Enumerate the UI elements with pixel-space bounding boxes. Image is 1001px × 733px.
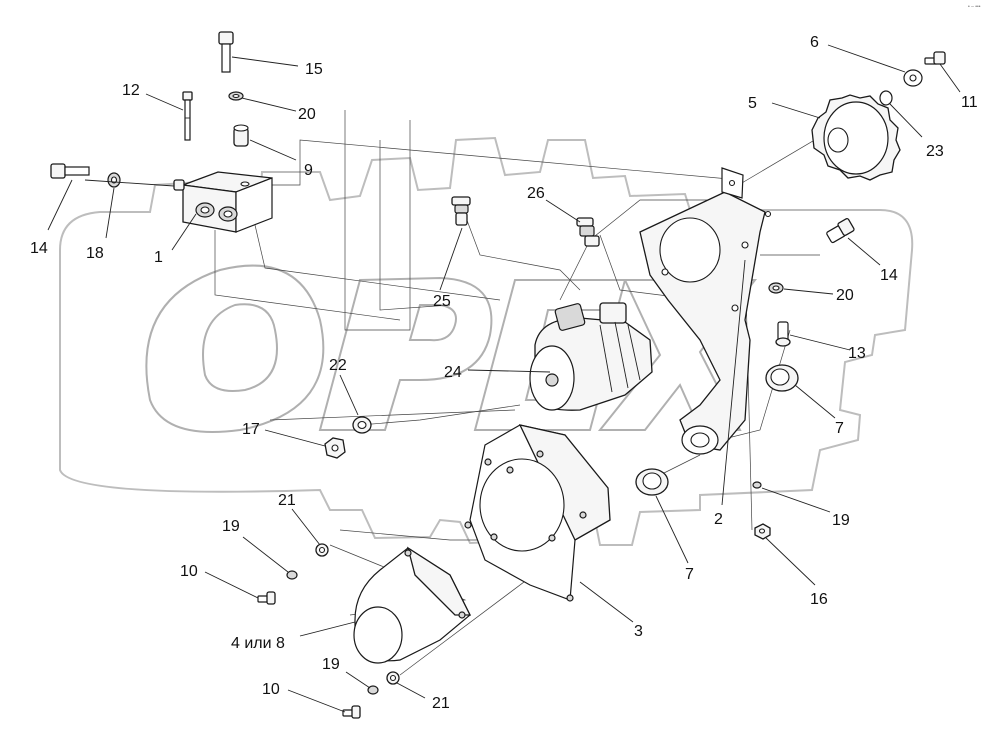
part-26-fitting	[576, 217, 600, 247]
part-23-retaining-ring	[879, 90, 893, 106]
part-12-long-bolt	[182, 91, 193, 141]
part-19-washer-upper	[286, 570, 298, 580]
corner-mark: • – •••	[968, 4, 981, 10]
part-19-washer-lower	[367, 685, 379, 695]
callout-20-upper: 20	[298, 106, 316, 123]
callout-25: 25	[433, 293, 451, 310]
callout-3: 3	[634, 623, 643, 640]
callout-21-upper: 21	[278, 492, 296, 509]
callout-16: 16	[810, 591, 828, 608]
part-14-bolt-right	[826, 218, 855, 244]
callout-7-right: 7	[835, 420, 844, 437]
part-10-bolt-upper	[257, 591, 276, 605]
callout-18: 18	[86, 245, 104, 262]
part-17-nut	[324, 437, 346, 459]
part-5-gear	[811, 94, 901, 181]
part-2-bracket	[639, 167, 772, 455]
callout-4-or-8: 4 или 8	[231, 635, 285, 652]
callout-9: 9	[304, 162, 313, 179]
leader-lines	[47, 44, 961, 713]
part-19-washer-right	[752, 481, 762, 489]
part-6-washer-hole	[909, 74, 917, 82]
part-25-fitting	[451, 196, 471, 226]
callout-10-upper: 10	[180, 563, 198, 580]
part-21-washer-upper-hole	[318, 546, 326, 554]
watermark-letter-kh	[597, 279, 758, 431]
part-16-nut	[754, 523, 771, 540]
callout-26: 26	[527, 185, 545, 202]
part-13-pin	[775, 321, 791, 347]
callout-19-upper: 19	[222, 518, 240, 535]
callout-21-lower: 21	[432, 695, 450, 712]
part-7-bushing-right	[765, 364, 799, 392]
callout-12: 12	[122, 82, 140, 99]
callout-20-right: 20	[836, 287, 854, 304]
part-9-sleeve	[233, 124, 249, 147]
callout-24: 24	[444, 364, 462, 381]
callout-5: 5	[748, 95, 757, 112]
part-3-flange-housing	[464, 424, 611, 602]
callout-19-lower: 19	[322, 656, 340, 673]
part-11-bolt	[924, 51, 946, 65]
part-7-bushing-lower	[635, 468, 669, 496]
part-24-hydraulic-motor	[529, 302, 653, 411]
part-22-washer	[352, 416, 372, 434]
watermark-letter-r	[318, 276, 493, 431]
callout-17: 17	[242, 421, 260, 438]
part-14-bolt-left	[50, 163, 90, 179]
part-10-bolt-lower	[342, 705, 361, 719]
callout-19-right: 19	[832, 512, 850, 529]
callout-23: 23	[926, 143, 944, 160]
part-1-valve-block	[173, 171, 273, 233]
callout-11: 11	[961, 94, 978, 111]
part-15-bolt	[218, 31, 234, 73]
callout-1: 1	[154, 249, 163, 266]
callout-labels: 1 2 3 4 или 8 5 6 7 7 9 10 10 11 12 13 1…	[30, 34, 978, 712]
callout-2: 2	[714, 511, 723, 528]
part-18-washer	[107, 172, 121, 188]
part-4-or-8-cover	[353, 546, 472, 664]
watermark-letter-o	[145, 264, 325, 433]
callout-22: 22	[329, 357, 347, 374]
callout-6: 6	[810, 34, 819, 51]
callout-14-left: 14	[30, 240, 48, 257]
part-21-washer-lower-hole	[389, 674, 397, 682]
callout-14-right: 14	[880, 267, 898, 284]
part-20-washer-upper-hole	[232, 93, 240, 99]
callout-10-lower: 10	[262, 681, 280, 698]
callout-7-lower: 7	[685, 566, 694, 583]
callout-15: 15	[305, 61, 323, 78]
part-20-washer-right-hole	[772, 285, 780, 291]
callout-13: 13	[848, 345, 866, 362]
